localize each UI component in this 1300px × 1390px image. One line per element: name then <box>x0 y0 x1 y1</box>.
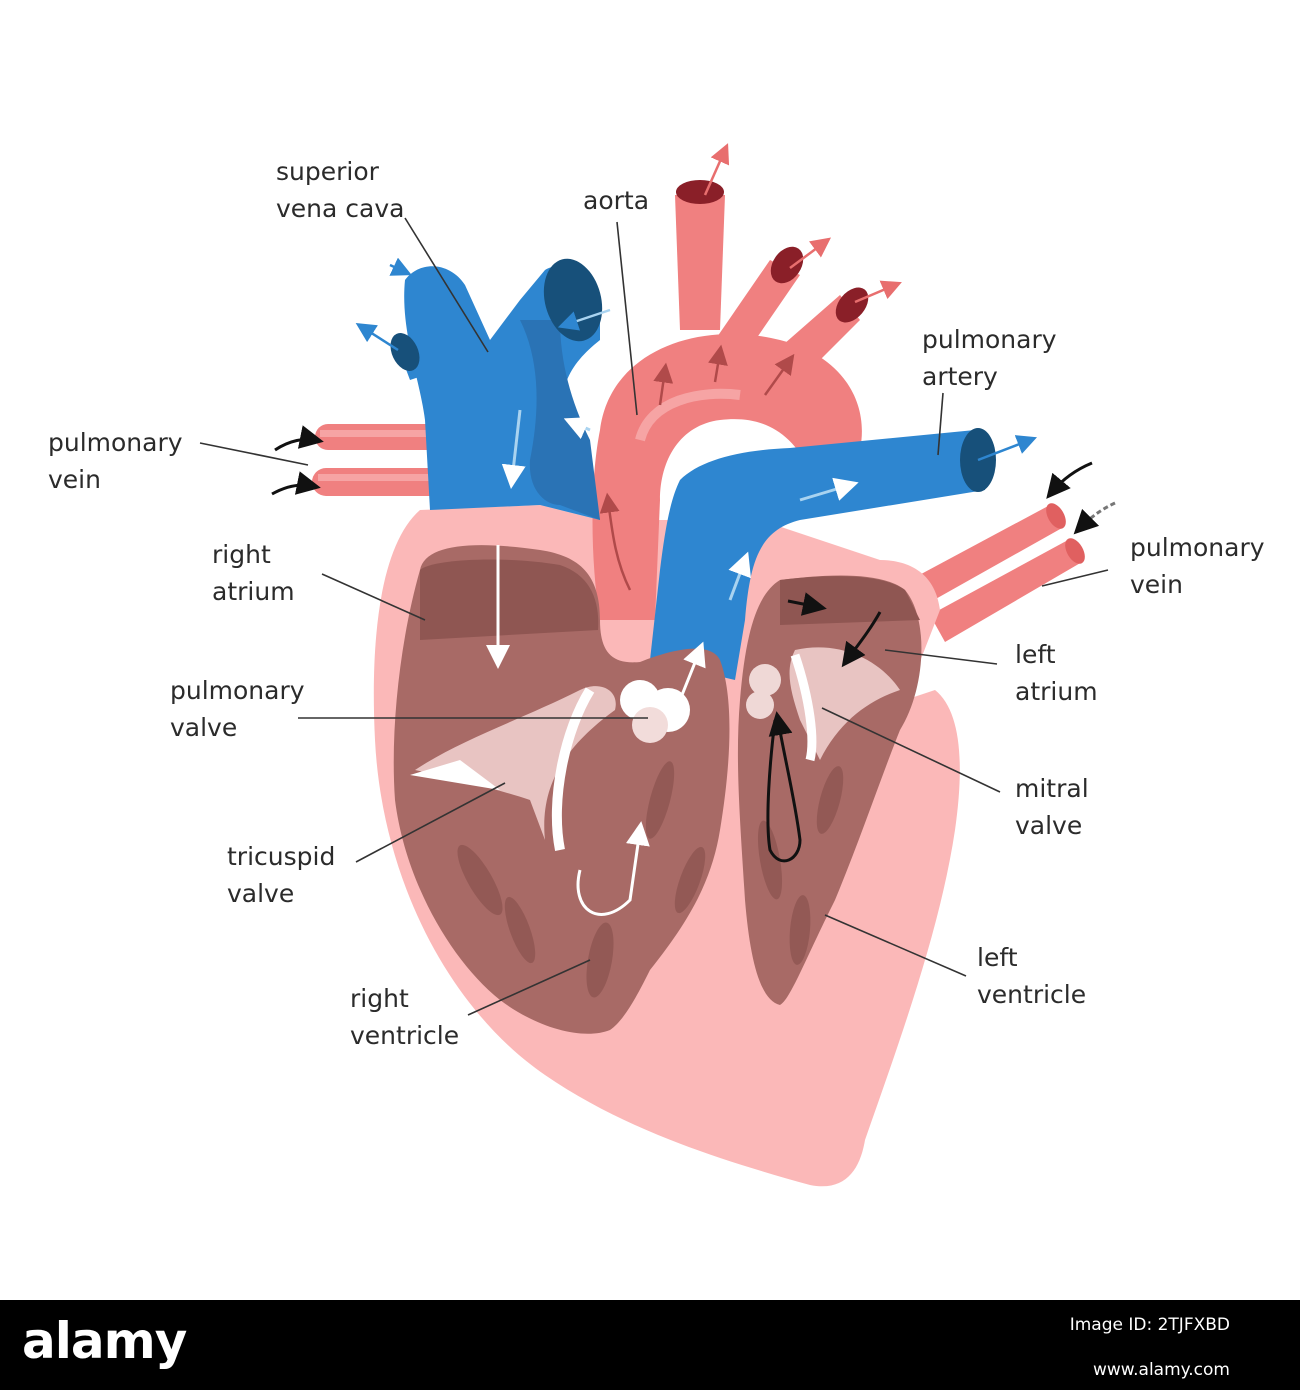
leader-aorta <box>616 221 638 416</box>
heart-illustration <box>199 143 1116 1187</box>
aorta-vessel <box>592 180 869 620</box>
pulmonary-valve-shape <box>620 680 690 743</box>
aortic-arch-arrows <box>599 344 795 591</box>
label-pulmonary-valve: pulmonary valve <box>170 676 305 742</box>
leader-tricuspid-valve <box>355 782 506 863</box>
leader-lines <box>199 217 1109 1016</box>
stock-footer-bar: alamy Image ID: 2TJFXBD www.alamy.com <box>0 1300 1300 1390</box>
dashed-arrow <box>1073 501 1116 535</box>
leader-pulmonary-artery <box>937 392 944 456</box>
mitral-valve-shape <box>746 647 900 762</box>
flow-arrows-light-blue <box>501 409 859 601</box>
leader-pulmonary-vein-left <box>199 442 309 466</box>
brand-logo: alamy <box>22 1312 187 1370</box>
label-pulmonary-artery: pulmonary artery <box>922 325 1057 391</box>
site-url: www.alamy.com <box>1092 1360 1230 1380</box>
outflow-arrows <box>355 143 1038 462</box>
label-right-ventricle: right ventricle <box>350 984 460 1050</box>
label-left-ventricle: left ventricle <box>977 943 1087 1009</box>
image-id: Image ID: 2TJFXBD <box>1069 1315 1230 1335</box>
heart-anatomy-diagram: superior vena cava aorta pulmonary arter… <box>48 143 1265 1187</box>
pulmonary-vein-right-vessels <box>910 503 1085 642</box>
flow-arrows-white <box>486 545 706 916</box>
label-pulmonary-vein-left: pulmonary vein <box>48 428 183 494</box>
leader-left-atrium <box>884 649 998 665</box>
superior-vena-cava-vessel <box>390 258 603 520</box>
pulmonary-vein-left-vessels <box>312 424 455 496</box>
leader-mitral-valve <box>821 707 1001 793</box>
label-right-atrium: right atrium <box>212 540 295 606</box>
leader-right-ventricle <box>467 959 591 1016</box>
right-atrium-shading <box>420 559 599 640</box>
muscle-texture <box>457 761 844 998</box>
label-pulmonary-vein-right: pulmonary vein <box>1130 533 1265 599</box>
leader-left-ventricle <box>824 914 967 977</box>
label-left-atrium: left atrium <box>1015 640 1098 706</box>
label-aorta: aorta <box>583 186 650 215</box>
label-superior-vena-cava: superior vena cava <box>276 157 405 223</box>
tricuspid-valve-shape <box>410 686 616 851</box>
label-tricuspid-valve: tricuspid valve <box>227 842 336 908</box>
label-mitral-valve: mitral valve <box>1015 774 1089 840</box>
leader-superior-vena-cava <box>404 217 489 353</box>
leader-pulmonary-vein-right <box>1041 569 1109 587</box>
leader-right-atrium <box>321 573 426 621</box>
flow-arrows-black <box>271 425 1093 863</box>
